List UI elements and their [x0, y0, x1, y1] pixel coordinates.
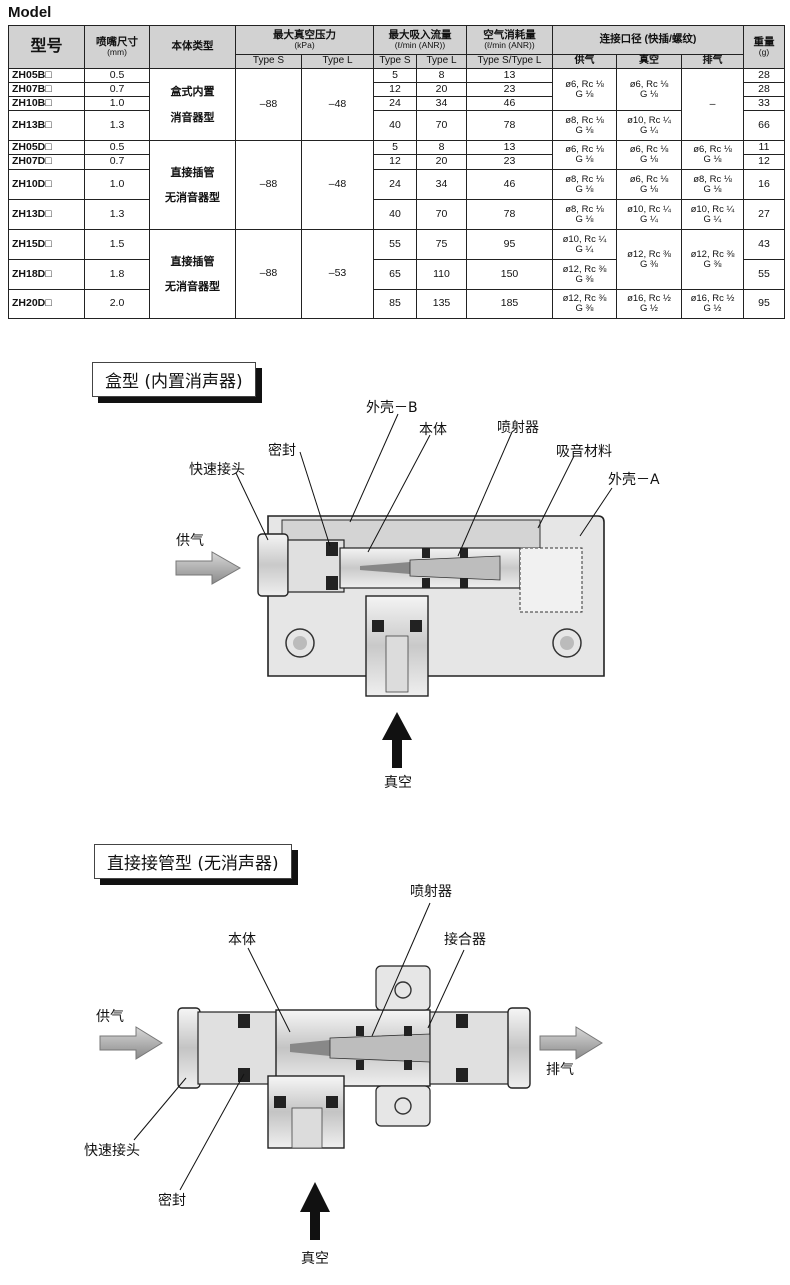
header-vac-type-s: Type S — [235, 54, 302, 69]
label-shell-a: 外壳－A — [608, 472, 660, 488]
label-ejector-2: 喷射器 — [410, 884, 452, 900]
supply-arrow-2 — [99, 1026, 163, 1060]
label-supply-2: 供气 — [96, 1009, 124, 1025]
header-model: 型号 — [8, 25, 85, 69]
header-weight: 重量(g) — [743, 25, 785, 69]
label-supply: 供气 — [176, 533, 204, 549]
quick-fitting — [257, 533, 289, 597]
sound-absorber — [519, 547, 583, 613]
label-vacuum: 真空 — [384, 775, 412, 791]
label-absorber: 吸音材料 — [556, 444, 612, 460]
header-exhaust: 排气 — [681, 54, 744, 69]
header-vac: 真空 — [616, 54, 682, 69]
label-body-2: 本体 — [228, 932, 256, 948]
label-vacuum-2: 真空 — [301, 1251, 329, 1267]
diagram1-drawing — [175, 413, 613, 768]
label-fitting-2: 快速接头 — [84, 1143, 140, 1159]
diagram2-drawing — [99, 902, 603, 1240]
header-suction: 最大吸入流量(ℓ/min (ANR)) — [373, 25, 467, 55]
label-body: 本体 — [419, 422, 447, 438]
label-fitting: 快速接头 — [189, 462, 245, 478]
label-exhaust: 排气 — [546, 1062, 574, 1078]
diagram1-caption: 盒型 (内置消声器) — [92, 362, 256, 397]
header-body: 本体类型 — [149, 25, 236, 69]
vacuum-arrow-1 — [382, 712, 412, 768]
label-seal: 密封 — [268, 443, 296, 459]
exhaust-arrow — [539, 1026, 603, 1060]
header-flow-type-s: Type S — [373, 54, 417, 69]
label-ejector: 喷射器 — [497, 420, 539, 436]
connector-tab — [375, 965, 431, 1011]
header-vac-type-l: Type L — [301, 54, 374, 69]
body-type-direct-2: 直接插管无消音器型 — [149, 229, 236, 319]
header-flow-type-l: Type L — [416, 54, 467, 69]
diagram2-caption: 直接接管型 (无消声器) — [94, 844, 292, 879]
vacuum-arrow-2 — [300, 1182, 330, 1240]
body-type-box: 盒式内置消音器型 — [149, 68, 236, 141]
header-cons-type-sl: Type S/Type L — [466, 54, 553, 69]
page-title: Model — [8, 4, 52, 21]
header-consumption: 空气消耗量(ℓ/min (ANR)) — [466, 25, 553, 55]
header-nozzle: 喷嘴尺寸(mm) — [84, 25, 150, 69]
header-port: 连接口径 (快插/螺纹) — [552, 25, 744, 55]
label-seal-2: 密封 — [158, 1193, 186, 1209]
supply-arrow-1 — [175, 551, 242, 585]
label-connector: 接合器 — [444, 932, 486, 948]
body-type-direct-1: 直接插管无消音器型 — [149, 140, 236, 230]
spec-table: 型号 喷嘴尺寸(mm) 本体类型 最大真空压力(kPa) 最大吸入流量(ℓ/mi… — [8, 25, 785, 319]
header-supply: 供气 — [552, 54, 617, 69]
header-vacuum: 最大真空压力(kPa) — [235, 25, 374, 55]
label-shell-b: 外壳－B — [366, 400, 418, 416]
